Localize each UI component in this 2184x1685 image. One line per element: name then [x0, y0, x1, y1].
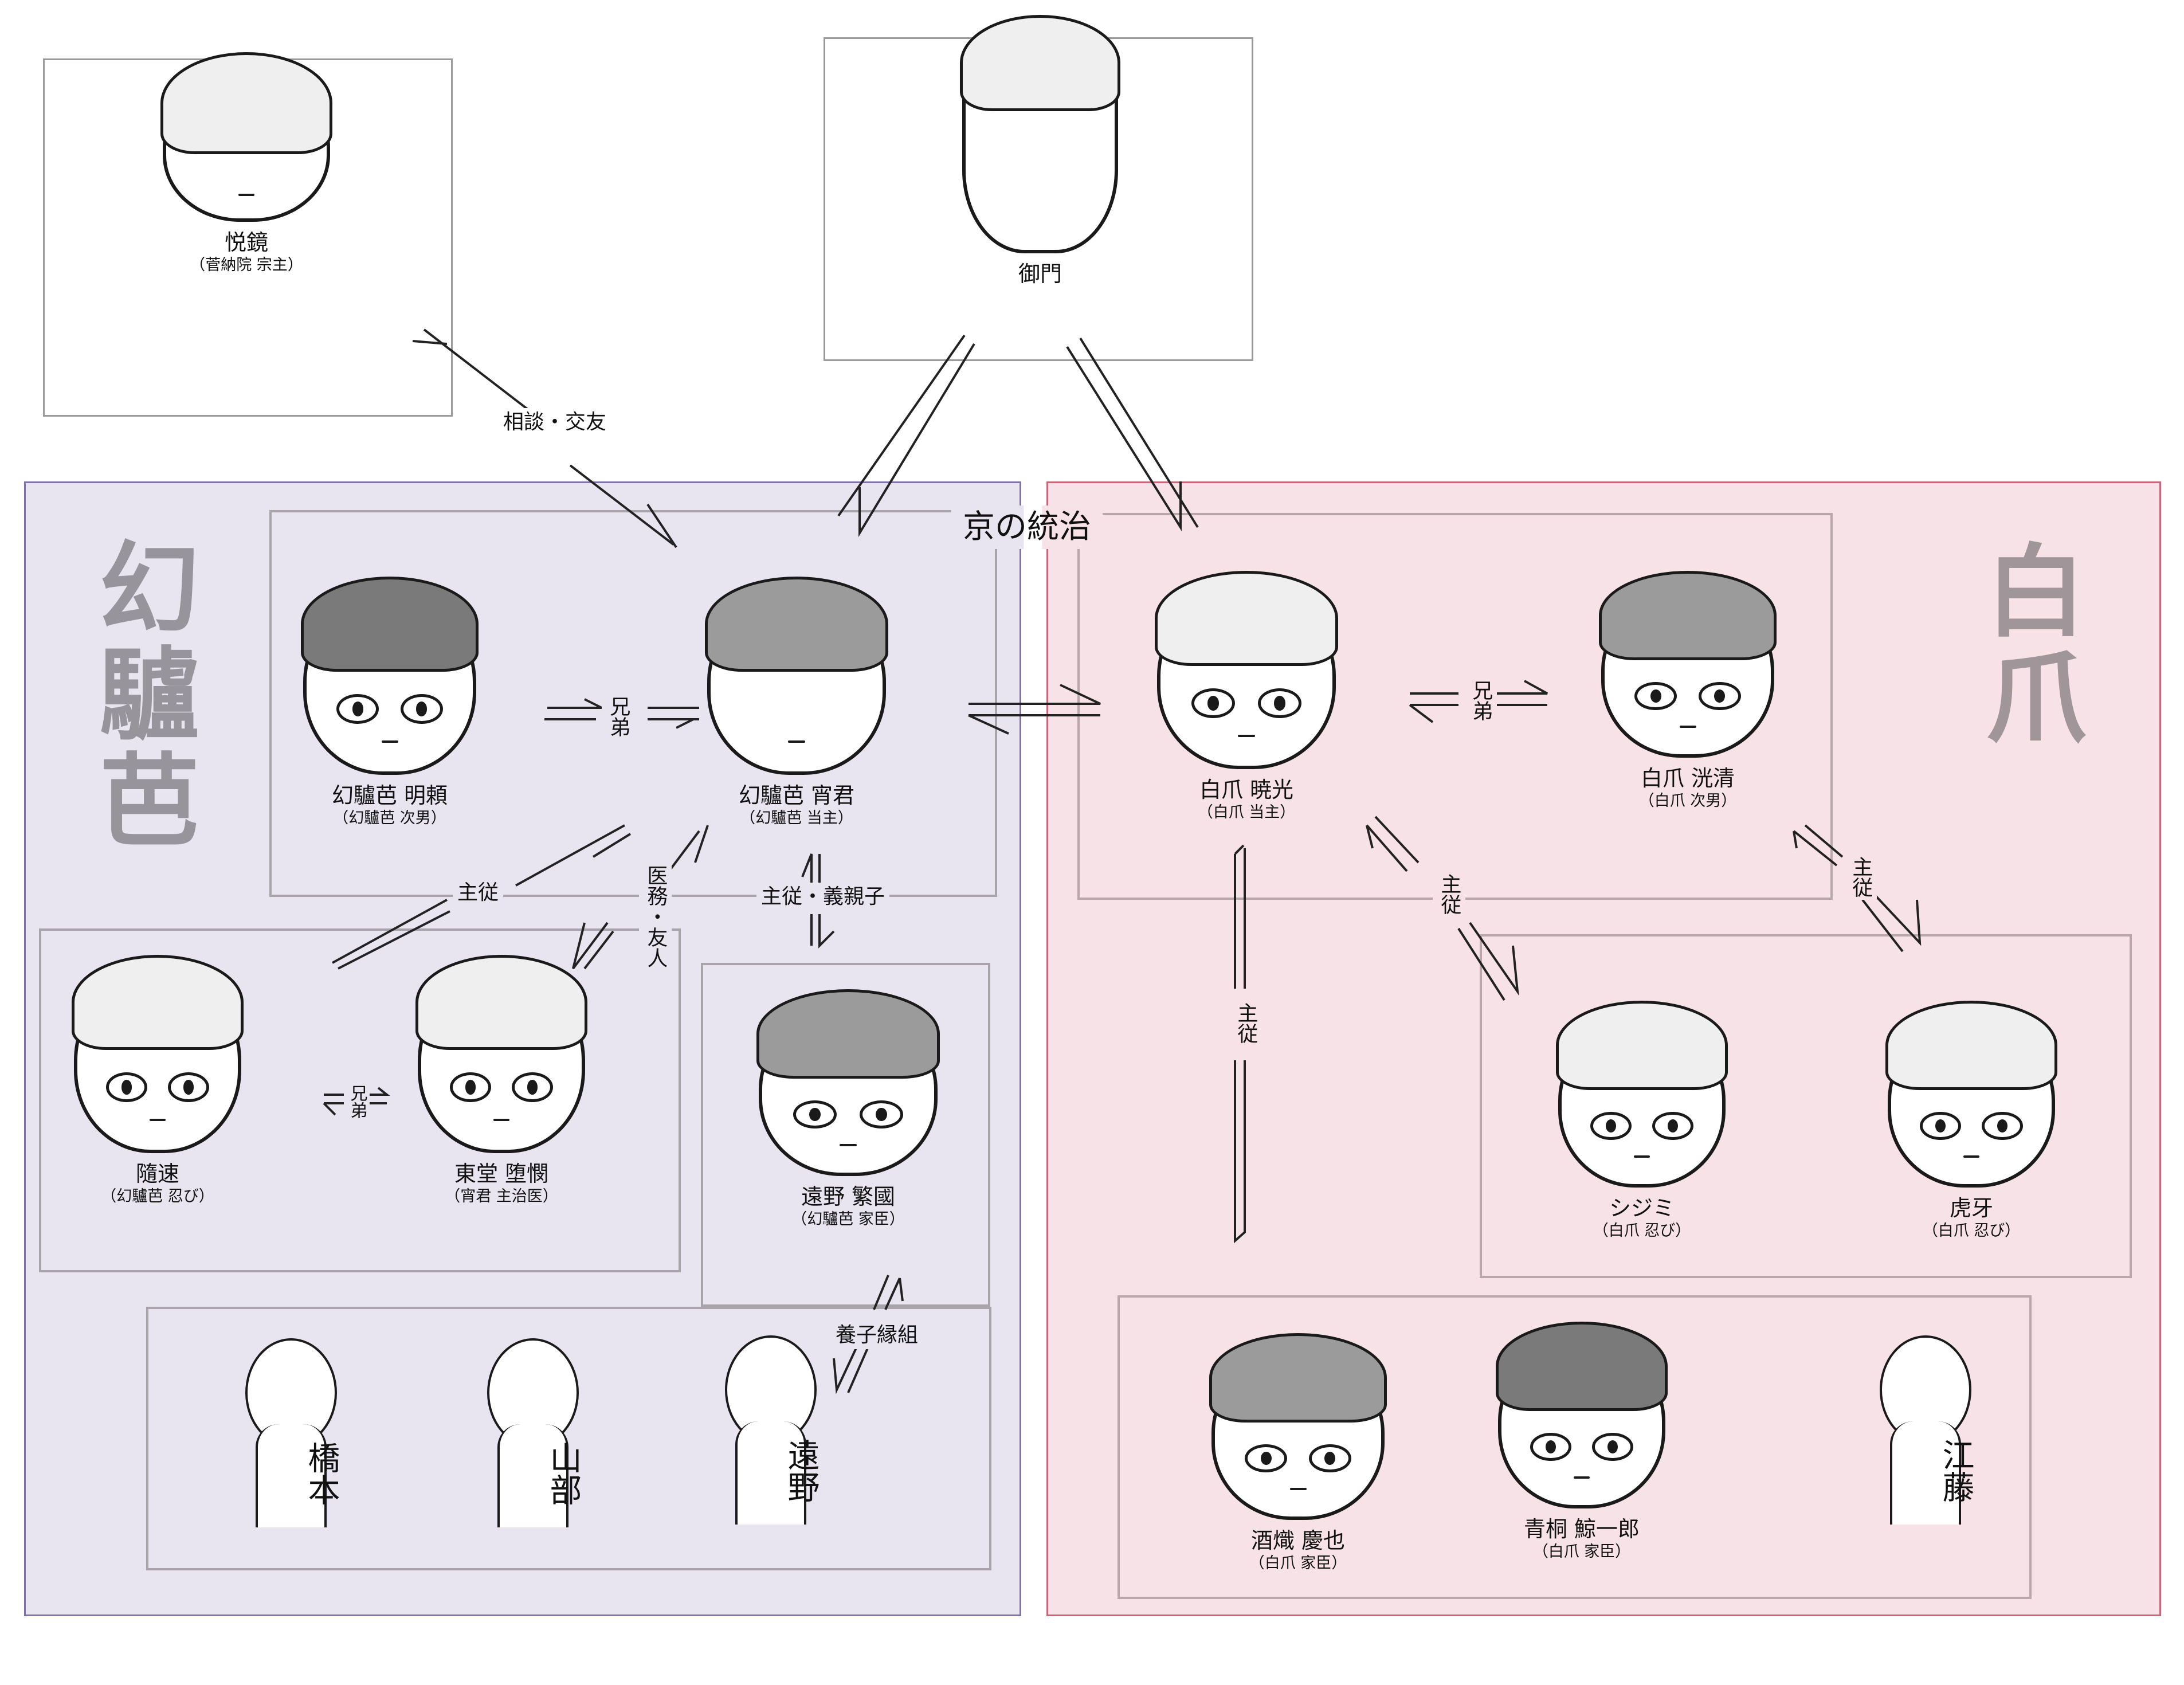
portrait-akiyori: [301, 577, 479, 775]
character-hankoku[interactable]: 遠野 繁國 （幻驢芭 家臣）: [756, 989, 940, 1229]
character-role: （幻驢芭 次男）: [333, 809, 446, 827]
character-role: （白爪 忍び）: [1593, 1221, 1691, 1240]
placeholder-eto[interactable]: 江藤: [1880, 1335, 1974, 1525]
placeholder-name: 江藤: [1937, 1439, 1974, 1503]
relation-label-adoption: 養子縁組: [831, 1321, 923, 1350]
portrait-kosei: [1599, 571, 1777, 758]
portrait-keiya: [1209, 1333, 1387, 1520]
genrohba-clan-title: 幻驢芭: [82, 536, 199, 854]
character-keiya[interactable]: 酒熾 慶也 （白爪 家臣）: [1209, 1333, 1387, 1573]
character-name: 隨速: [135, 1161, 179, 1186]
character-role: （幻驢芭 当主）: [740, 809, 853, 827]
character-role: （白爪 家臣）: [1532, 1542, 1631, 1561]
portrait-zuiken: [415, 955, 587, 1153]
placeholder-hashimoto[interactable]: 橋本: [245, 1338, 340, 1527]
character-shokun[interactable]: 幻驢芭 宵君 （幻驢芭 当主）: [705, 577, 888, 828]
portrait-etsukyo: [160, 52, 332, 222]
relation-text: 相談・交友: [503, 410, 607, 434]
character-role: （幻驢芭 家臣）: [791, 1210, 905, 1228]
character-role: （菅納院 宗主）: [190, 256, 303, 274]
center-banner-kyoto-rule: 京の統治: [951, 506, 1103, 550]
portrait-geiichiro: [1496, 1322, 1668, 1508]
character-name: 幻驢芭 明頼: [331, 783, 448, 808]
relation-label-brothers-shinobi: 兄弟: [347, 1084, 367, 1119]
character-name: 御門: [1018, 261, 1062, 287]
relation-label-master-servant-left: 主従: [453, 879, 504, 907]
character-name: 東堂 堕憫: [454, 1161, 549, 1186]
portrait-shokun: [705, 577, 888, 775]
character-role: （白爪 当主）: [1197, 803, 1296, 821]
genrohba-retainer-frame: [701, 963, 990, 1307]
placeholder-name: 遠野: [782, 1439, 820, 1503]
character-name: 白爪 暁光: [1199, 777, 1294, 802]
character-name: 酒熾 慶也: [1250, 1528, 1346, 1553]
character-role: （白爪 家臣）: [1249, 1554, 1347, 1572]
character-role: （宵君 主治医）: [445, 1187, 558, 1205]
character-name: 遠野 繁國: [801, 1184, 896, 1209]
hakuso-clan-title: 白爪: [1969, 539, 2086, 751]
character-role: （幻驢芭 忍び）: [101, 1187, 214, 1205]
placeholder-yamabe[interactable]: 山部: [487, 1338, 582, 1527]
character-name: 幻驢芭 宵君: [738, 783, 855, 808]
relation-label-brothers-right: 兄弟: [1464, 677, 1497, 723]
portrait-mikado: [960, 15, 1120, 253]
character-zuisoku[interactable]: 隨速 （幻驢芭 忍び）: [72, 955, 244, 1206]
placeholder-name: 山部: [544, 1441, 582, 1506]
portrait-hankoku: [756, 989, 940, 1176]
character-name: 虎牙: [1949, 1196, 1993, 1221]
character-shijimi[interactable]: シジミ （白爪 忍び）: [1556, 1001, 1728, 1240]
character-akimitsu[interactable]: 白爪 暁光 （白爪 当主）: [1155, 571, 1338, 822]
portrait-akimitsu: [1155, 571, 1338, 769]
placeholder-tono[interactable]: 遠野: [725, 1335, 820, 1525]
relation-label-brothers-left: 兄弟: [602, 693, 635, 739]
character-role: （白爪 忍び）: [1922, 1221, 2021, 1240]
character-name: 白爪 洸清: [1640, 766, 1735, 791]
relation-label-medical-friend: 医務・友人: [639, 863, 672, 970]
character-name: 青桐 鯨一郎: [1523, 1516, 1640, 1542]
hakuso-retainer-frame: [1118, 1295, 2032, 1599]
character-mikado[interactable]: 御門: [960, 15, 1120, 288]
character-kosei[interactable]: 白爪 洸清 （白爪 次男）: [1599, 571, 1777, 810]
character-name: シジミ: [1609, 1196, 1675, 1221]
character-name: 悦鏡: [224, 230, 268, 255]
hakuso-shinobi-frame: [1480, 934, 2132, 1278]
character-geiichiro[interactable]: 青桐 鯨一郎 （白爪 家臣）: [1496, 1322, 1668, 1561]
relation-label-consult: 相談・交友: [499, 408, 611, 437]
genrohba-placeholder-frame: [146, 1307, 991, 1570]
character-role: （白爪 次男）: [1638, 791, 1737, 810]
character-zuiken[interactable]: 東堂 堕憫 （宵君 主治医）: [415, 955, 587, 1206]
character-etsukyo[interactable]: 悦鏡 （菅納院 宗主）: [160, 52, 332, 275]
portrait-zuisoku: [72, 955, 244, 1153]
relation-label-master-servant-retainers: 主従: [1229, 1000, 1262, 1046]
portrait-shijimi: [1556, 1001, 1728, 1188]
placeholder-name: 橋本: [303, 1441, 340, 1506]
relation-label-master-servant-adoptive: 主従・義親子: [756, 883, 890, 911]
character-akiyori[interactable]: 幻驢芭 明頼 （幻驢芭 次男）: [301, 577, 479, 828]
relation-label-master-servant-koga: 主従: [1844, 854, 1877, 900]
character-koga[interactable]: 虎牙 （白爪 忍び）: [1885, 1001, 2057, 1240]
relation-label-master-servant-shijimi: 主従: [1433, 871, 1466, 917]
portrait-koga: [1885, 1001, 2057, 1188]
